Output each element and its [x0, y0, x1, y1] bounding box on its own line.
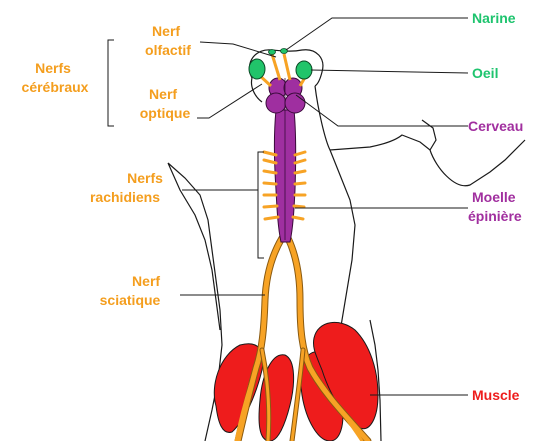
brackets	[108, 40, 264, 258]
eyes	[249, 59, 312, 79]
label-muscle: Muscle	[472, 387, 520, 403]
eye-right	[296, 61, 312, 79]
label-nerf-sciatique-line2: sciatique	[100, 292, 161, 308]
label-narine: Narine	[472, 10, 516, 26]
label-nerf-olfactif-line2: olfactif	[145, 42, 191, 58]
label-moelle-epiniere-line2: épinière	[468, 208, 522, 224]
olfactory-nerve-right	[284, 54, 290, 80]
body-outline	[168, 163, 222, 441]
label-nerf-optique-line2: optique	[140, 105, 191, 121]
label-nerf-sciatique-line1: Nerf	[132, 273, 160, 289]
label-nerf-olfactif-line1: Nerf	[152, 23, 180, 39]
eye-left	[249, 59, 265, 79]
bracket-nerfs-rachidiens	[258, 152, 264, 258]
nostrils	[269, 49, 288, 55]
label-nerfs-rachidiens: Nerfs rachidiens	[90, 170, 167, 205]
label-nerf-optique-line1: Nerf	[149, 86, 177, 102]
label-nerf-olfactif: Nerf olfactif	[145, 23, 191, 58]
right-body-outline	[315, 86, 436, 360]
brain	[266, 78, 305, 113]
right-leg-outline	[430, 140, 525, 186]
label-nerfs-cerebraux: Nerfs cérébraux	[22, 60, 89, 95]
label-nerfs-rachidiens-line1: Nerfs	[127, 170, 163, 186]
label-nerf-optique: Nerf optique	[140, 86, 191, 121]
leader-narine	[286, 18, 468, 50]
nostril-left	[269, 50, 276, 55]
bracket-nerfs-cerebraux	[108, 40, 114, 126]
label-cerveau: Cerveau	[468, 118, 523, 134]
label-moelle-epiniere-line1: Moelle	[472, 189, 516, 205]
leader-oeil	[311, 70, 468, 73]
brain-lobe-right-bottom	[285, 93, 305, 113]
label-nerfs-cerebraux-line2: cérébraux	[22, 79, 89, 95]
label-nerfs-cerebraux-line1: Nerfs	[35, 60, 71, 76]
label-nerfs-rachidiens-line2: rachidiens	[90, 189, 160, 205]
sciatic-branch-right-a-fill	[292, 350, 303, 441]
olfactory-nerve-left	[272, 54, 280, 80]
label-oeil: Oeil	[472, 65, 498, 81]
brain-lobe-left-bottom	[266, 93, 286, 113]
label-moelle-epiniere: Moelle épinière	[468, 189, 522, 224]
label-nerf-sciatique: Nerf sciatique	[100, 273, 164, 308]
spinal-cord	[275, 110, 296, 242]
